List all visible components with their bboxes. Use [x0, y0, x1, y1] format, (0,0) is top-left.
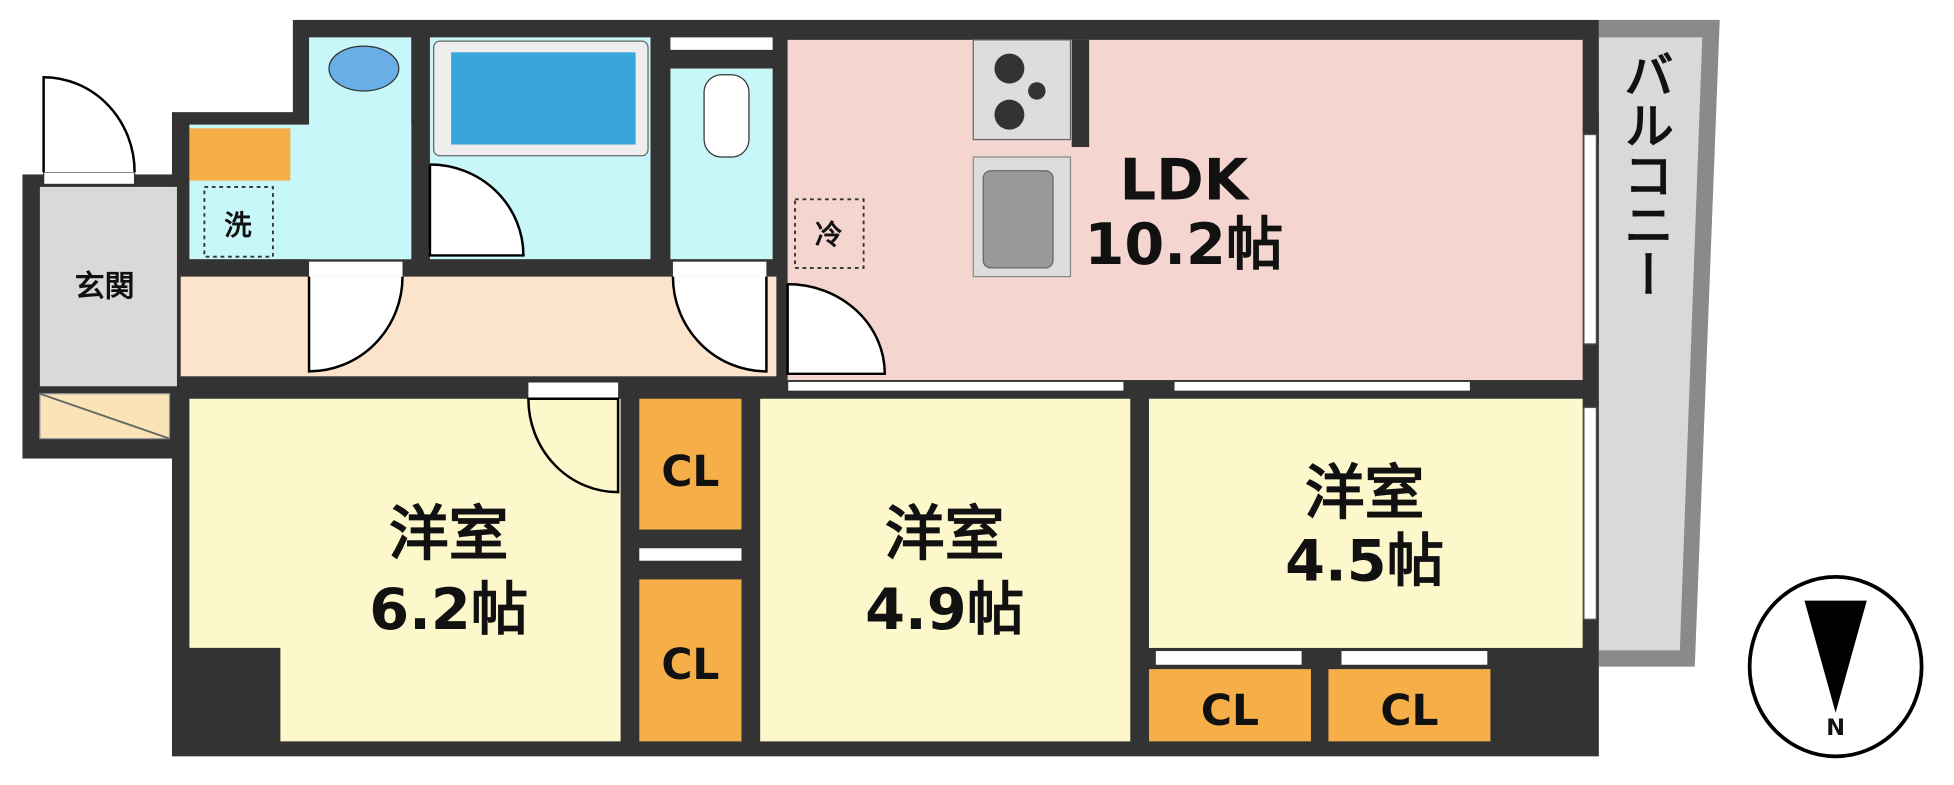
washer-label: 洗	[224, 210, 252, 241]
room-4-5	[1148, 398, 1583, 648]
closet-label: CL	[1201, 686, 1259, 735]
ldk-label: LDK	[1120, 146, 1251, 213]
ldk-area	[787, 39, 1583, 381]
entrance-area	[39, 186, 177, 387]
room1-label: 洋室	[389, 499, 509, 569]
toilet-door[interactable]	[671, 261, 768, 373]
closet-label: CL	[1380, 686, 1438, 735]
ldk-size: 10.2帖	[1084, 211, 1283, 278]
room1-door[interactable]	[527, 382, 620, 494]
closet	[639, 579, 742, 742]
closet	[1328, 669, 1491, 742]
room-4-9	[760, 398, 1131, 742]
closet-label: CL	[661, 447, 719, 496]
compass-icon: N	[1747, 575, 1924, 759]
entrance-label: 玄関	[75, 270, 135, 305]
sliding-door[interactable]	[1173, 380, 1472, 392]
entrance-door[interactable]	[42, 76, 136, 186]
stove-icon	[972, 39, 1072, 141]
svg-text:N: N	[1826, 715, 1845, 741]
room3-size: 4.5帖	[1285, 528, 1444, 595]
sink-icon	[328, 45, 400, 92]
room3-label: 洋室	[1305, 458, 1425, 528]
fridge-label: 冷	[815, 220, 842, 251]
ldk-door[interactable]	[786, 282, 887, 376]
balcony-label: バルコニー	[1616, 50, 1674, 299]
window	[1583, 406, 1597, 620]
storage-shelf	[189, 128, 291, 181]
window	[1583, 133, 1597, 345]
room1-size: 6.2帖	[369, 576, 528, 643]
toilet-icon	[703, 74, 750, 158]
closet-label: CL	[661, 640, 719, 689]
closet	[639, 398, 742, 530]
bath-door[interactable]	[428, 163, 525, 257]
sliding-door[interactable]	[786, 380, 1125, 392]
room-6-2	[189, 398, 621, 742]
room2-label: 洋室	[885, 499, 1005, 569]
closet	[1148, 669, 1311, 742]
room2-size: 4.9帖	[865, 576, 1024, 643]
washroom-door[interactable]	[307, 261, 404, 373]
